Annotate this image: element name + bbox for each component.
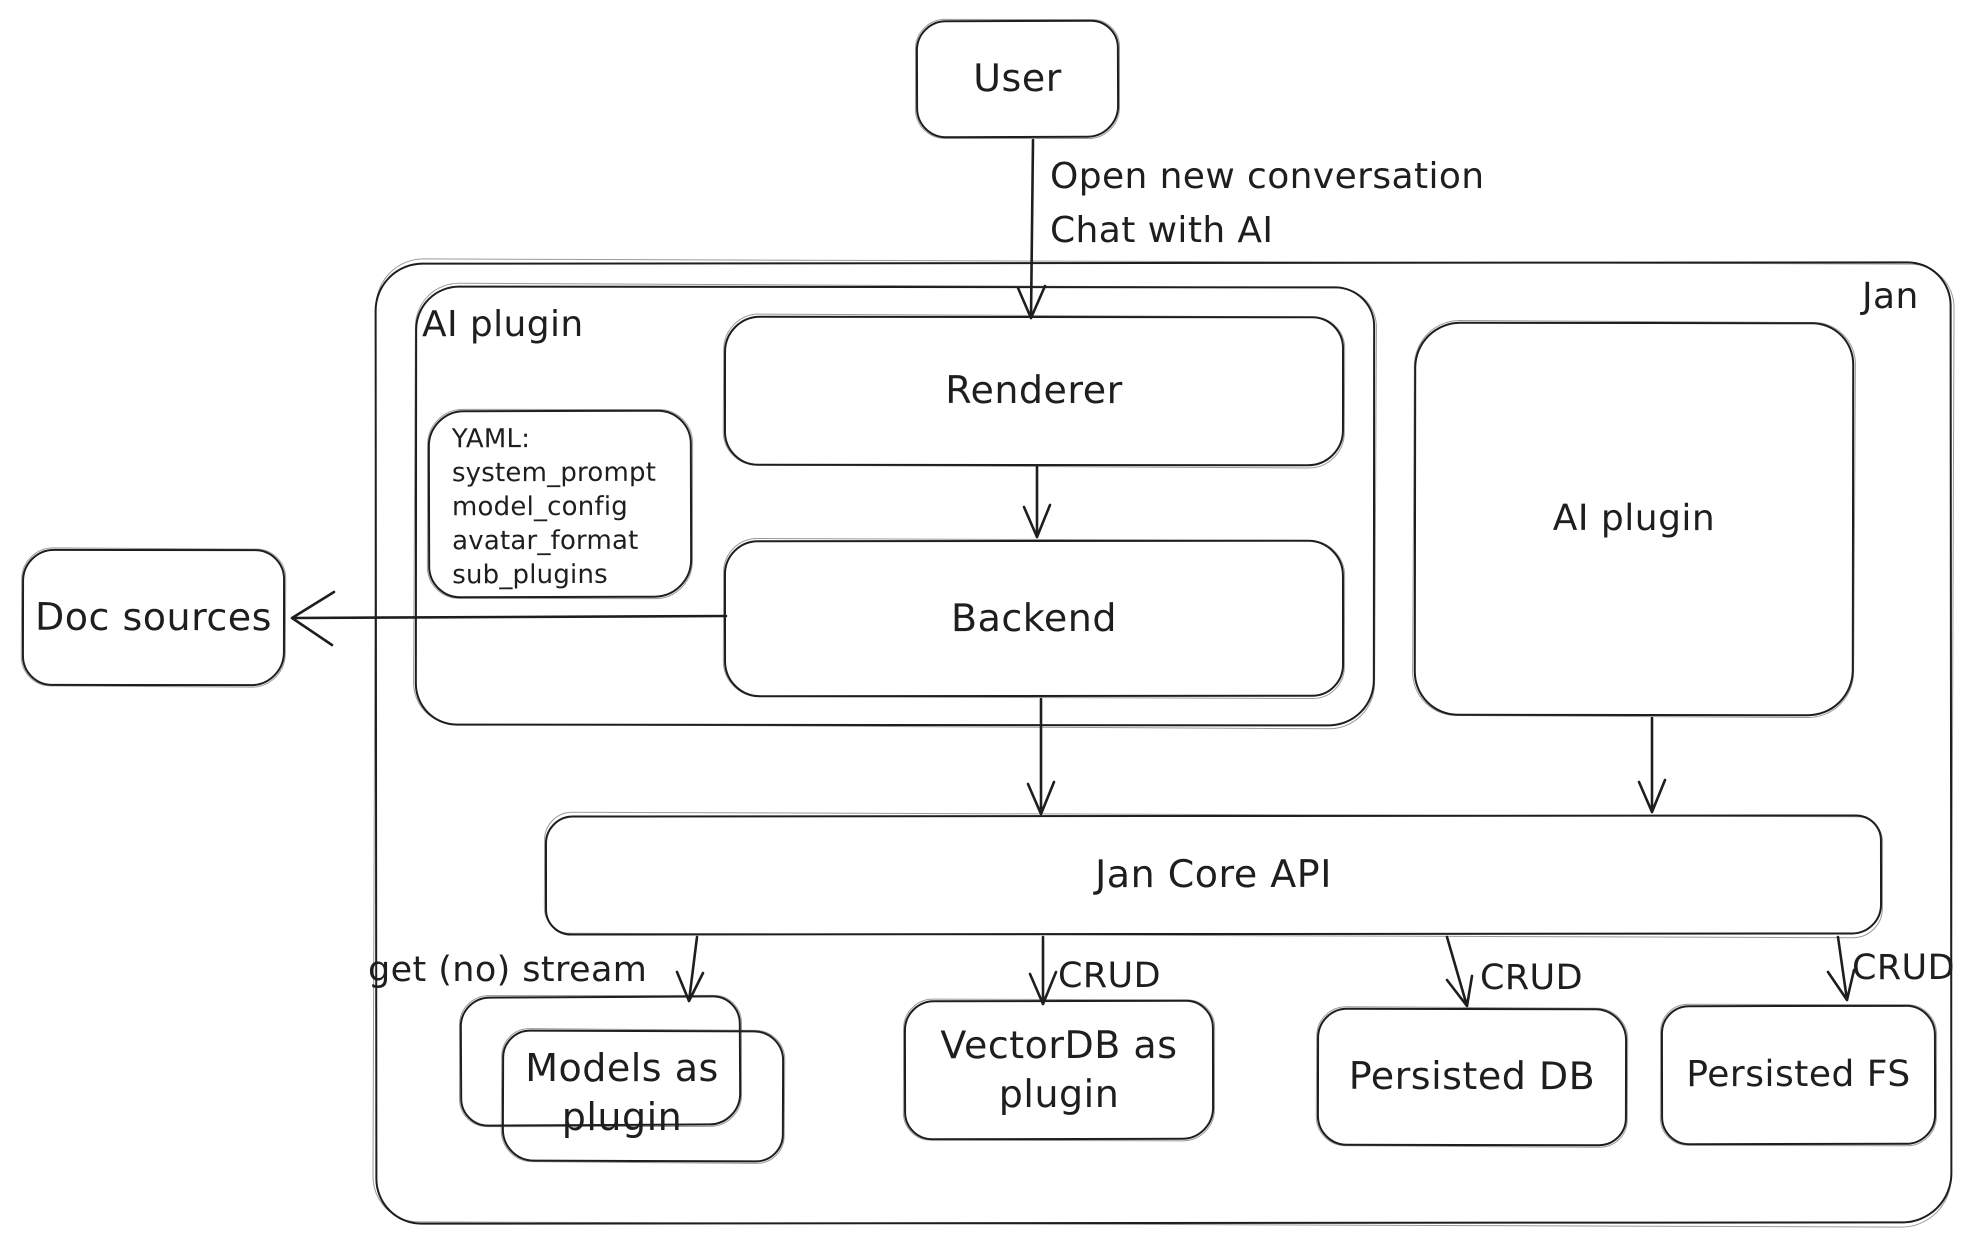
jan-label: Jan [1862, 276, 1919, 317]
user-node-label: User [973, 56, 1062, 101]
vectordb-as-plugin-label: VectorDB as plugin [940, 1022, 1178, 1117]
yaml-line: system_prompt [451, 457, 657, 489]
vectordb-as-plugin-node: VectorDB as plugin [903, 999, 1215, 1141]
backend-node: Backend [723, 539, 1345, 698]
doc-sources-node-label: Doc sources [34, 594, 273, 640]
persisted-fs-label: Persisted FS [1686, 1053, 1911, 1095]
models-as-plugin-label: Models as plugin [525, 1046, 719, 1140]
ai-plugin-left-label: AI plugin [422, 304, 584, 345]
yaml-line: model_config [451, 491, 628, 523]
jan-core-api-node: Jan Core API [544, 814, 1883, 936]
yaml-line: avatar_format [452, 525, 639, 557]
backend-node-label: Backend [950, 595, 1118, 640]
persisted-fs-node: Persisted FS [1660, 1004, 1937, 1146]
doc-sources-node: Doc sources [21, 548, 286, 687]
renderer-node: Renderer [723, 315, 1345, 467]
yaml-title: YAML: [451, 424, 531, 455]
persisted-db-label: Persisted DB [1348, 1054, 1596, 1099]
edge-label-open-conversation: Open new conversation [1050, 156, 1485, 197]
renderer-node-label: Renderer [945, 368, 1123, 413]
jan-core-api-node-label: Jan Core API [1095, 852, 1332, 897]
user-node: User [915, 19, 1120, 139]
edge-label-crud-persisted-db: CRUD [1480, 958, 1583, 998]
yaml-line: sub_plugins [452, 559, 608, 591]
ai-plugin-right-node-label: AI plugin [1552, 497, 1716, 539]
ai-plugin-right-node: AI plugin [1413, 321, 1855, 717]
persisted-db-node: Persisted DB [1316, 1007, 1628, 1147]
edge-label-crud-vectordb: CRUD [1058, 956, 1161, 996]
yaml-note-box: YAML: system_prompt model_config avatar_… [427, 409, 693, 599]
edge-label-get-no-stream: get (no) stream [368, 950, 648, 990]
edge-label-crud-persisted-fs: CRUD [1852, 948, 1955, 988]
edge-label-chat-with-ai: Chat with AI [1050, 210, 1274, 251]
